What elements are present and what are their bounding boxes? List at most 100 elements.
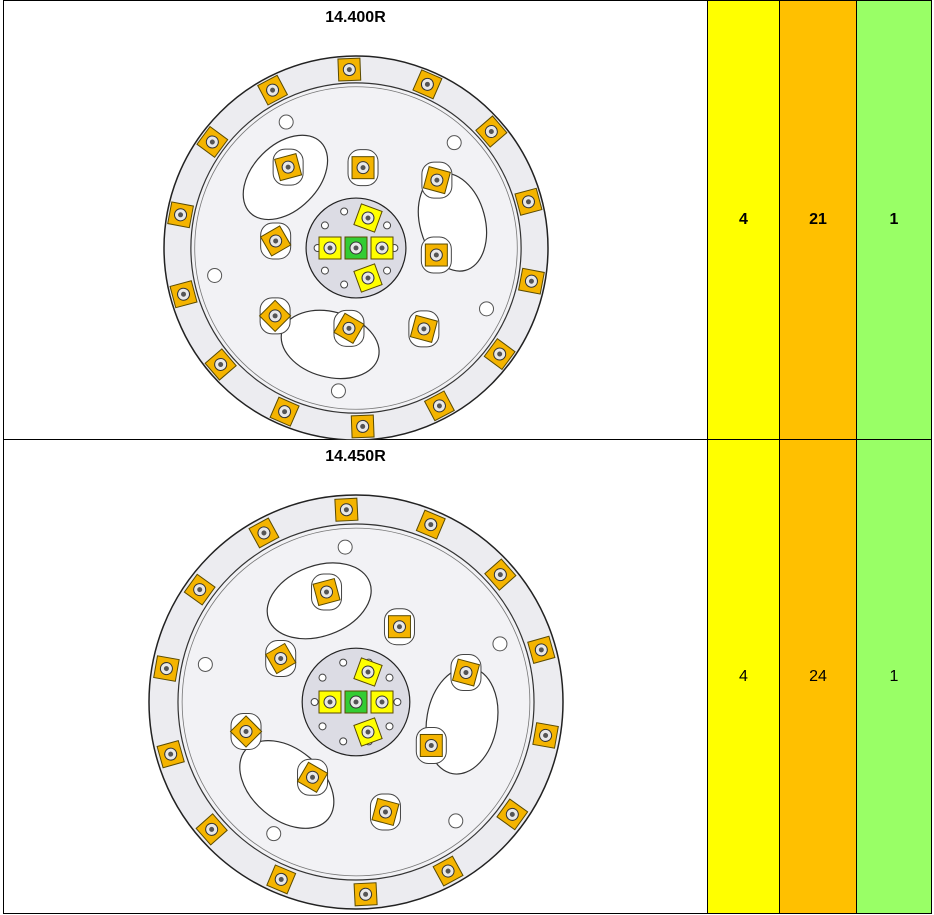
- rim-insert: [269, 396, 300, 427]
- hub-hole: [310, 698, 319, 706]
- hub-insert: [353, 717, 383, 747]
- rim-insert: [156, 739, 185, 769]
- mid-insert: [312, 577, 341, 607]
- rim-insert: [518, 267, 545, 295]
- yellow-value: 4: [739, 211, 748, 228]
- bolt-hole: [337, 539, 353, 555]
- green-cell: 1: [856, 0, 932, 440]
- hub-insert: [318, 236, 342, 260]
- hub-insert: [353, 203, 383, 233]
- bolt-hole: [330, 383, 346, 399]
- center-insert: [344, 236, 368, 260]
- rim-insert: [337, 57, 362, 82]
- rim-insert: [169, 280, 198, 309]
- rim-insert: [496, 798, 529, 831]
- hub-insert: [318, 690, 342, 714]
- mid-insert: [259, 225, 292, 257]
- rim-insert: [432, 855, 464, 887]
- rim-insert: [204, 348, 237, 381]
- hub-hole: [320, 221, 329, 230]
- bolt-hole: [207, 267, 223, 283]
- hub-hole: [393, 698, 402, 706]
- cutter-head-drawing: [148, 494, 564, 910]
- bolt-hole: [197, 656, 213, 672]
- hub-hole: [339, 737, 348, 746]
- mid-insert: [424, 243, 448, 267]
- rim-insert: [532, 722, 559, 749]
- yellow-cell: 4: [707, 0, 780, 440]
- bolt-hole: [278, 114, 294, 130]
- part-number-title: 14.400R: [325, 9, 386, 26]
- hub-hole: [383, 266, 392, 275]
- cutter-head-drawing: [163, 55, 549, 440]
- rim-insert: [483, 337, 516, 371]
- orange-cell: 24: [779, 439, 857, 914]
- mid-insert: [258, 299, 292, 333]
- hub-hole: [318, 673, 327, 682]
- rim-insert: [514, 187, 543, 216]
- center-insert: [344, 690, 368, 714]
- rim-insert: [412, 69, 443, 100]
- hub-hole: [320, 266, 329, 275]
- green-value: 1: [889, 211, 899, 228]
- rim-insert: [527, 635, 556, 665]
- rim-insert: [167, 201, 194, 229]
- yellow-cell: 4: [707, 439, 780, 914]
- rim-insert: [257, 74, 289, 106]
- rim-insert: [195, 813, 228, 846]
- rim-insert: [266, 864, 297, 895]
- rim-insert: [196, 125, 229, 159]
- rim-insert: [415, 509, 446, 540]
- image-cell: 14.450R: [3, 439, 708, 914]
- orange-value: 24: [809, 667, 827, 685]
- hub-insert: [353, 263, 383, 293]
- mid-insert: [274, 153, 303, 182]
- hub-hole: [340, 207, 349, 216]
- mid-insert: [409, 314, 438, 343]
- mid-insert: [333, 312, 365, 345]
- green-cell: 1: [856, 439, 932, 914]
- rim-insert: [353, 882, 378, 907]
- cutter-head: [163, 55, 549, 440]
- rim-insert: [153, 655, 180, 682]
- mid-insert: [229, 715, 263, 748]
- hub-hole: [383, 221, 392, 230]
- mid-insert: [296, 761, 329, 794]
- rim-insert: [475, 115, 508, 148]
- bolt-hole: [479, 301, 495, 317]
- hub-insert: [370, 236, 394, 260]
- rim-insert: [248, 517, 280, 549]
- mid-insert: [351, 156, 375, 180]
- green-value: 1: [889, 667, 899, 685]
- hub-hole: [385, 673, 394, 682]
- mid-insert: [371, 797, 400, 827]
- mid-insert: [419, 733, 443, 757]
- part-number-title: 14.450R: [325, 448, 386, 465]
- hub-hole: [318, 722, 327, 731]
- table-row: 14.400R 4 21 1: [3, 0, 932, 440]
- mid-insert: [387, 615, 411, 639]
- bolt-hole: [446, 135, 462, 151]
- spec-table: 14.400R 4 21 1 14.450R 4 24 1: [3, 0, 932, 914]
- mid-insert: [451, 658, 481, 687]
- orange-value: 21: [809, 211, 827, 228]
- mid-insert: [264, 642, 297, 675]
- rim-insert: [484, 558, 517, 591]
- table-row: 14.450R 4 24 1: [3, 439, 932, 914]
- bolt-hole: [266, 826, 282, 842]
- hub-hole: [339, 658, 348, 667]
- rim-insert: [350, 414, 375, 439]
- rim-insert: [183, 573, 216, 606]
- hub-hole: [385, 722, 394, 731]
- rim-insert: [423, 390, 455, 422]
- image-cell: 14.400R: [3, 0, 708, 440]
- orange-cell: 21: [779, 0, 857, 440]
- bolt-hole: [448, 813, 464, 829]
- hub-insert: [370, 690, 394, 714]
- mid-insert: [422, 166, 451, 195]
- hub-insert: [353, 657, 383, 687]
- cutter-head: [148, 494, 564, 910]
- bolt-hole: [492, 636, 508, 652]
- yellow-value: 4: [739, 667, 748, 685]
- hub-hole: [340, 280, 349, 289]
